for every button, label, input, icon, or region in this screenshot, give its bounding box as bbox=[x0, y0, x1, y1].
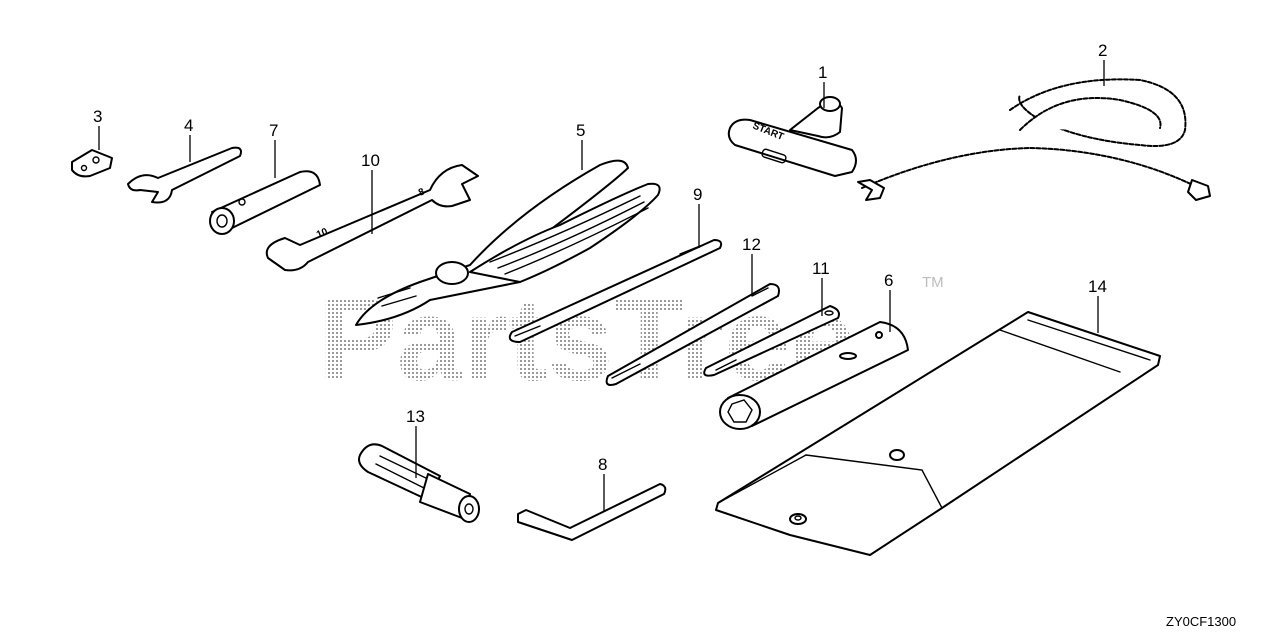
leader-lines bbox=[98, 60, 1105, 512]
screwdriver-bar-11-part[interactable] bbox=[703, 305, 840, 377]
wrench-size-10-marking: 10 bbox=[315, 226, 330, 241]
starter-grip-part[interactable]: START bbox=[727, 96, 857, 177]
box-wrench-part[interactable] bbox=[209, 170, 321, 235]
open-end-wrench-part[interactable] bbox=[127, 146, 242, 204]
spark-plug-wrench-part[interactable] bbox=[719, 321, 909, 430]
pliers-part[interactable] bbox=[355, 159, 661, 326]
screwdriver-grip-part[interactable] bbox=[358, 443, 480, 523]
tool-bag-part[interactable] bbox=[715, 311, 1161, 556]
callout-14[interactable]: 14 bbox=[1088, 277, 1107, 296]
wrench-size-8-marking: 8 bbox=[417, 186, 427, 198]
callout-labels: 1 2 3 4 5 6 7 8 9 10 11 12 13 14 bbox=[93, 41, 1107, 474]
screwdriver-bar-9-part[interactable] bbox=[508, 239, 723, 343]
starter-rope-part[interactable] bbox=[857, 78, 1211, 201]
callout-11[interactable]: 11 bbox=[812, 259, 830, 278]
watermark-trademark: TM bbox=[922, 274, 944, 291]
callout-4[interactable]: 4 bbox=[184, 116, 193, 135]
hex-key-part[interactable] bbox=[517, 483, 667, 541]
callout-9[interactable]: 9 bbox=[693, 185, 702, 204]
callout-10[interactable]: 10 bbox=[361, 151, 380, 170]
callout-1[interactable]: 1 bbox=[818, 63, 827, 82]
clip-part[interactable] bbox=[71, 149, 113, 178]
callout-5[interactable]: 5 bbox=[576, 121, 585, 140]
callout-12[interactable]: 12 bbox=[742, 235, 761, 254]
callout-8[interactable]: 8 bbox=[598, 455, 607, 474]
callout-2[interactable]: 2 bbox=[1098, 41, 1107, 60]
callout-13[interactable]: 13 bbox=[406, 407, 425, 426]
drawing-code: ZY0CF1300 bbox=[1166, 614, 1236, 629]
screwdriver-bar-12-part[interactable] bbox=[605, 283, 780, 386]
callout-3[interactable]: 3 bbox=[93, 107, 102, 126]
callout-6[interactable]: 6 bbox=[884, 271, 893, 290]
callout-7[interactable]: 7 bbox=[269, 121, 278, 140]
